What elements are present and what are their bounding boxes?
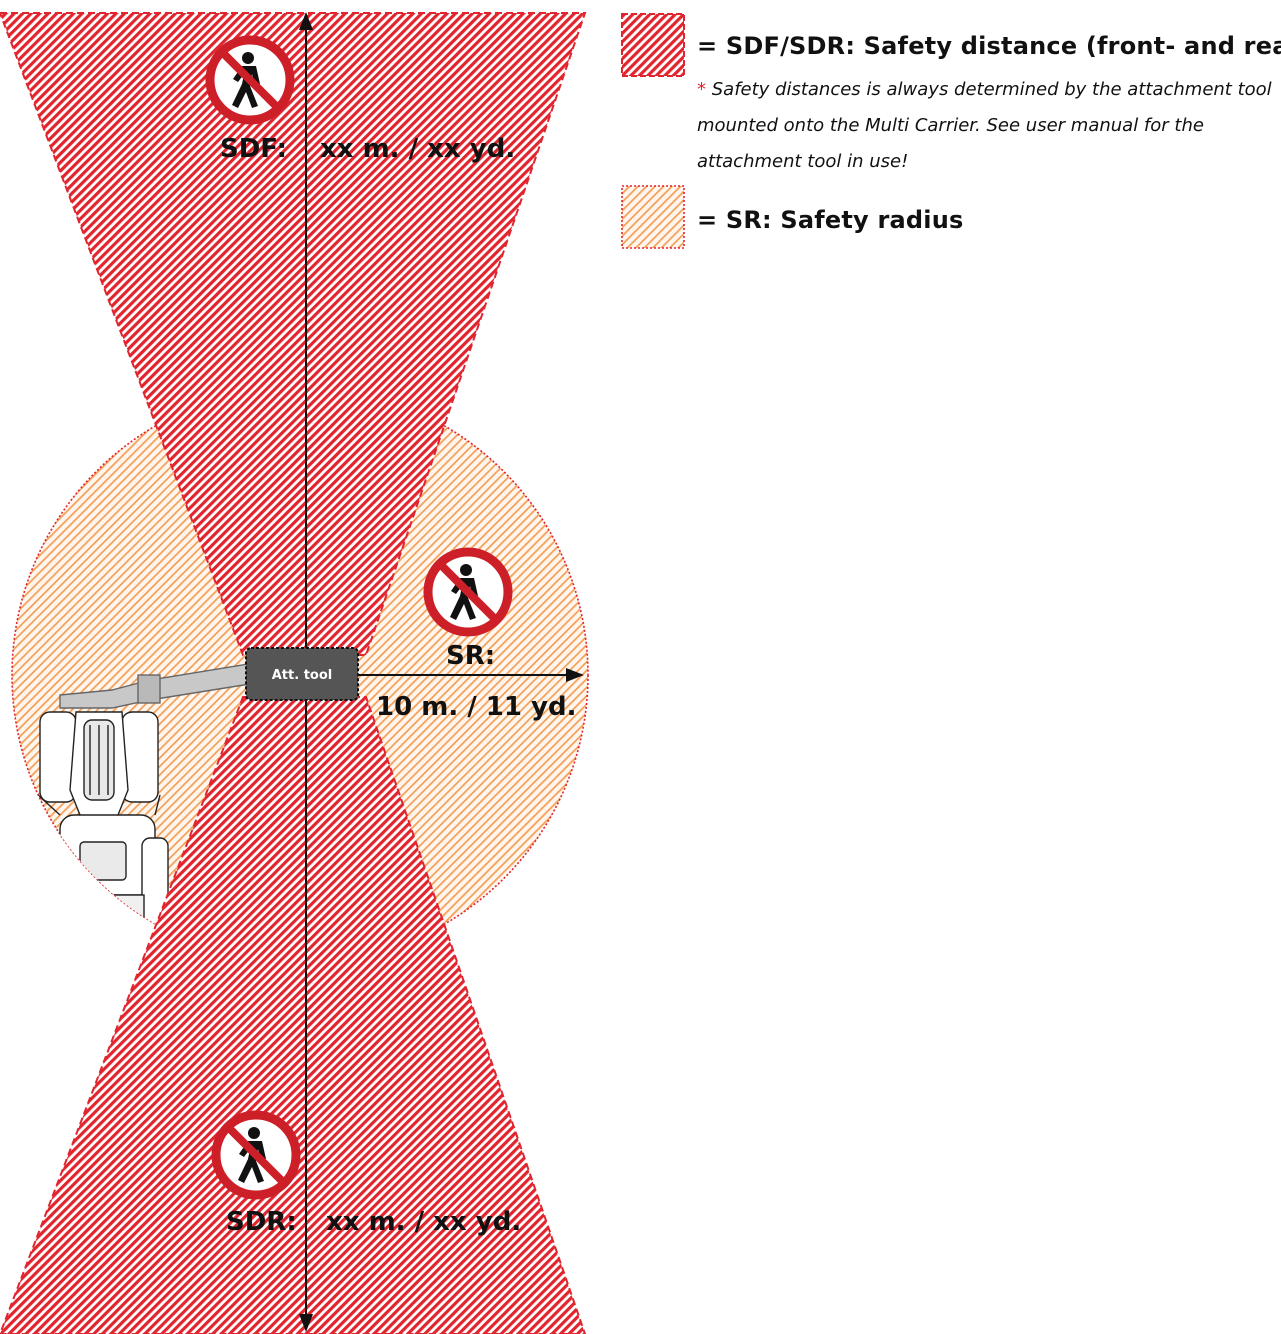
no-pedestrian-sign-icon — [205, 35, 295, 125]
sr-value: 10 m. / 11 yd. — [376, 692, 576, 722]
sdf-label: SDF: — [220, 134, 287, 164]
legend-note-text: Safety distances is always determined by… — [697, 79, 1272, 172]
safety-distance-front-zone — [0, 12, 587, 656]
attachment-tool-box — [245, 647, 359, 701]
radius-arrow-head — [566, 668, 584, 682]
no-pedestrian-sign-icon — [211, 1110, 301, 1200]
legend-note-star: * — [697, 79, 706, 100]
sr-label: SR: — [446, 641, 495, 671]
sdr-value: xx m. / xx yd. — [326, 1207, 521, 1237]
arrow-down-head — [299, 1314, 313, 1332]
legend-note: * Safety distances is always determined … — [697, 72, 1272, 180]
arrow-up-head — [299, 12, 313, 30]
legend-sd-swatch — [621, 13, 685, 77]
no-pedestrian-sign-icon — [423, 547, 513, 637]
attachment-tool-label: Att. tool — [272, 668, 333, 683]
sdr-label: SDR: — [226, 1207, 297, 1237]
sdf-value: xx m. / xx yd. — [320, 134, 515, 164]
legend-sd-label: = SDF/SDR: Safety distance (front- and r… — [697, 32, 1281, 60]
legend-sr-label: = SR: Safety radius — [697, 206, 964, 234]
legend-sr-swatch — [621, 185, 685, 249]
